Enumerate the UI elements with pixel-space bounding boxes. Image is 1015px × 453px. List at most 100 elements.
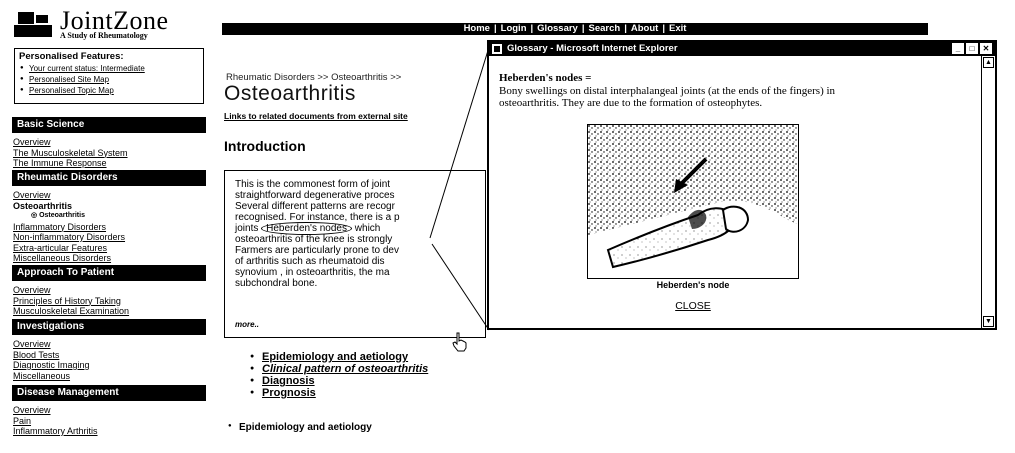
ie-window-icon [492, 44, 502, 54]
disease-nav: Overview Pain Inflammatory Arthritis [13, 405, 207, 437]
toc-epidemiology-link[interactable]: Epidemiology and aetiology [262, 351, 409, 363]
nav-investigations-misc[interactable]: Miscellaneous [13, 370, 71, 381]
logo-subtitle: A Study of Rheumatology [60, 31, 148, 40]
nav-osteoarthritis-sub[interactable]: ◎ Osteoarthritis [31, 212, 85, 219]
nav-immune-response[interactable]: The Immune Response [13, 158, 107, 168]
glossary-term: Heberden's nodes = [499, 72, 592, 84]
intro-line: of arthritis such as rheumatoid dis [235, 256, 385, 267]
intro-line: Farmers are particularly prone to dev [235, 245, 399, 256]
intro-line: joints Heberden's nodes which [235, 222, 475, 235]
topnav-separator: | [662, 23, 665, 34]
topnav-login-link[interactable]: Login [500, 23, 527, 34]
nav-osteoarthritis[interactable]: Osteoarthritis [13, 200, 73, 211]
toc-prognosis-link[interactable]: Prognosis [262, 387, 316, 399]
personalised-site-map-link[interactable]: Personalised Site Map [19, 74, 199, 85]
heberdens-nodes-link[interactable]: Heberden's nodes [261, 222, 352, 235]
popup-window-title: Glossary - Microsoft Internet Explorer [507, 43, 678, 54]
toc-item: Prognosis [250, 387, 428, 399]
definition-line: osteoarthritis. They are due to the form… [499, 97, 763, 109]
basic-science-nav: Overview The Musculoskeletal System The … [13, 137, 207, 169]
intro-line: This is the commonest form of joint [235, 179, 391, 190]
toc-item: Diagnosis [250, 375, 428, 387]
table-of-contents: Epidemiology and aetiology Clinical patt… [250, 351, 428, 399]
scroll-up-icon[interactable]: ▲ [983, 57, 994, 68]
introduction-text: This is the commonest form of joint stra… [235, 179, 475, 289]
nav-musculoskeletal-examination[interactable]: Musculoskeletal Examination [13, 306, 130, 316]
intro-line-start: joints [235, 223, 259, 234]
nav-diagnostic-imaging[interactable]: Diagnostic Imaging [13, 360, 90, 370]
intro-line: recognised. For instance, there is a p [235, 212, 400, 223]
nav-approach-overview[interactable]: Overview [13, 285, 51, 295]
nav-blood-tests[interactable]: Blood Tests [13, 349, 60, 360]
more-link[interactable]: more.. [235, 320, 260, 329]
nav-disease-overview[interactable]: Overview [13, 405, 51, 415]
section-header-disease-management: Disease Management [12, 385, 206, 401]
nav-rheumatic-overview[interactable]: Overview [13, 190, 51, 200]
window-controls: _ □ ✕ [952, 43, 992, 54]
popup-title-bar[interactable]: Glossary - Microsoft Internet Explorer _… [489, 42, 995, 56]
intro-line: straightforward degenerative proces [235, 190, 395, 201]
approach-nav: Overview Principles of History Taking Mu… [13, 285, 207, 317]
logo-title: JointZone [60, 6, 169, 35]
nav-extra-articular-features[interactable]: Extra-articular Features [13, 242, 108, 253]
nav-inflammatory-arthritis[interactable]: Inflammatory Arthritis [13, 426, 98, 436]
toc-clinical-pattern-link[interactable]: Clinical pattern of osteoarthritis [262, 363, 429, 375]
glossary-content: Heberden's nodes = Bony swellings on dis… [489, 56, 981, 328]
topnav-search-link[interactable]: Search [588, 23, 621, 34]
personalised-status-link[interactable]: Your current status: Intermediate [19, 63, 199, 74]
scroll-down-icon[interactable]: ▼ [983, 316, 994, 327]
rheumatic-nav: Overview Osteoarthritis ◎ Osteoarthritis… [13, 190, 207, 264]
logo-mark-icon [14, 12, 54, 38]
popup-scrollbar[interactable]: ▲ ▼ [981, 56, 995, 328]
nav-inflammatory-disorders[interactable]: Inflammatory Disorders [13, 221, 107, 232]
topnav-glossary-link[interactable]: Glossary [537, 23, 578, 34]
intro-line: synovium , in osteoarthritis, the ma [235, 267, 390, 278]
figure-caption: Heberden's node [656, 280, 730, 290]
nav-basic-overview[interactable]: Overview [13, 137, 51, 147]
section-header-basic-science: Basic Science [12, 117, 206, 133]
toc-item: Epidemiology and aetiology [250, 351, 428, 363]
related-documents-link[interactable]: Links to related documents from external… [224, 111, 408, 121]
nav-osteoarthritis-sub-label: Osteoarthritis [39, 212, 85, 219]
section-header-investigations: Investigations [12, 319, 206, 335]
heberdens-node-photo [587, 124, 799, 279]
topnav-separator: | [581, 23, 585, 34]
nav-investigations-overview[interactable]: Overview [13, 339, 51, 349]
topnav-exit-link[interactable]: Exit [668, 23, 687, 34]
top-navigation-bar: Home|Login|Glossary|Search|About|Exit [222, 23, 928, 35]
minimize-icon[interactable]: _ [952, 43, 964, 54]
section-header-approach-to-patient: Approach To Patient [12, 265, 206, 281]
intro-line: osteoarthritis of the knee is strongly [235, 234, 393, 245]
maximize-icon[interactable]: □ [966, 43, 978, 54]
topnav-separator: | [493, 23, 497, 34]
topnav-home-link[interactable]: Home [463, 23, 490, 34]
topnav-separator: | [530, 23, 534, 34]
toc-diagnosis-link[interactable]: Diagnosis [262, 375, 315, 387]
intro-line: Several different patterns are recogr [235, 201, 395, 212]
finger-photo-illustration [588, 125, 798, 278]
close-link[interactable]: CLOSE [675, 300, 711, 312]
intro-line-end: which [354, 223, 381, 234]
epidemiology-section-heading: Epidemiology and aetiology [228, 422, 372, 433]
close-icon[interactable]: ✕ [980, 43, 992, 54]
page-title: Osteoarthritis [224, 82, 356, 105]
definition-line: Bony swellings on distal interphalangeal… [499, 85, 836, 97]
breadcrumb[interactable]: Rheumatic Disorders >> Osteoarthritis >> [226, 72, 402, 83]
personalised-features-title: Personalised Features: [19, 51, 124, 62]
site-logo[interactable]: JointZone A Study of Rheumatology [14, 6, 204, 40]
intro-line: subchondral bone. [235, 278, 318, 289]
nav-history-taking[interactable]: Principles of History Taking [13, 295, 121, 306]
investigations-nav: Overview Blood Tests Diagnostic Imaging … [13, 339, 207, 381]
nav-pain[interactable]: Pain [13, 415, 32, 426]
introduction-heading: Introduction [224, 138, 306, 154]
personalised-topic-map-link[interactable]: Personalised Topic Map [19, 85, 199, 96]
topnav-separator: | [624, 23, 627, 34]
hand-cursor-icon [452, 332, 467, 352]
section-header-rheumatic-disorders: Rheumatic Disorders [12, 170, 206, 186]
personalised-features-box: Personalised Features: Your current stat… [14, 48, 204, 104]
nav-miscellaneous-disorders[interactable]: Miscellaneous Disorders [13, 253, 112, 263]
nav-musculoskeletal-system[interactable]: The Musculoskeletal System [13, 147, 128, 158]
toc-item: Clinical pattern of osteoarthritis [250, 363, 428, 375]
topnav-about-link[interactable]: About [630, 23, 659, 34]
nav-non-inflammatory-disorders[interactable]: Non-inflammatory Disorders [13, 232, 126, 242]
